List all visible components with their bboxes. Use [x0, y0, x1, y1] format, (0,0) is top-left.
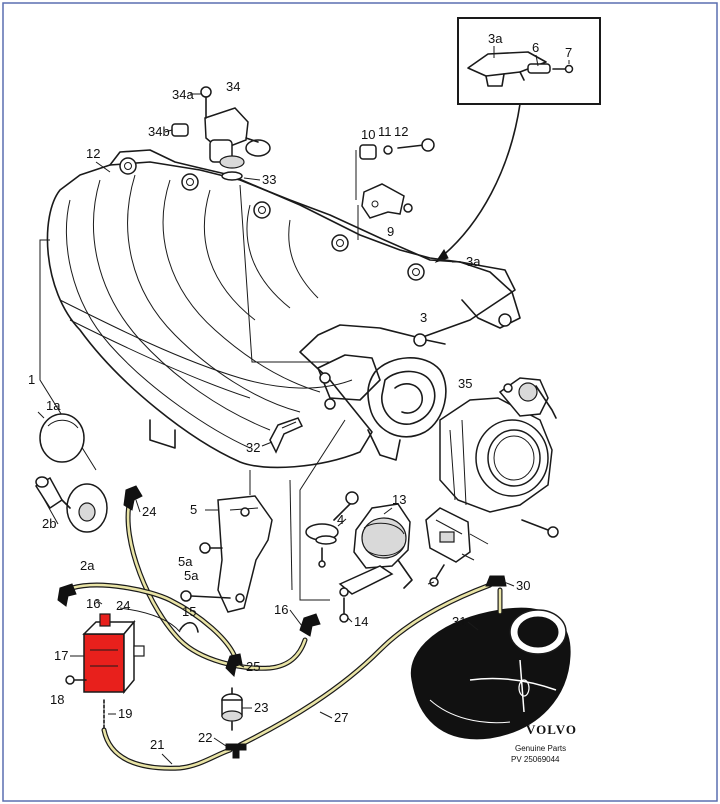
brand-code: PV 25069044 [511, 755, 560, 764]
label-14: 14 [354, 614, 368, 629]
part-35-screw [521, 519, 559, 538]
label-4: 4 [337, 512, 344, 527]
inset-arrow [439, 103, 521, 259]
label-24-top: 24 [142, 504, 156, 519]
leader-5-vert [289, 479, 293, 591]
label-10: 10 [361, 127, 375, 142]
part-33-throttle-body [439, 377, 557, 513]
part-9-bracket [361, 183, 413, 219]
part-2a-plug [61, 483, 108, 533]
label-7: 6 [532, 40, 539, 55]
label-3a: 3a [466, 254, 481, 269]
intake-manifold [46, 149, 521, 469]
part-32-plug [171, 123, 189, 137]
label-25: 27 [334, 710, 348, 725]
part-18-screw [65, 675, 87, 685]
label-13: 13 [392, 492, 406, 507]
hose-elbows [57, 485, 507, 678]
part-3-bolt [413, 333, 446, 347]
label-16-mid: 16 [274, 602, 288, 617]
part-31-screw [200, 86, 212, 119]
inset-box [457, 17, 601, 105]
part-23-line [119, 607, 181, 633]
part-22-check-valve [221, 687, 243, 731]
label-17: 17 [54, 648, 68, 663]
label-1: 1 [28, 372, 35, 387]
part-15-clip [179, 621, 199, 633]
label-9: 9 [387, 224, 394, 239]
part-30-valve [204, 107, 271, 181]
label-21: 22 [198, 730, 212, 745]
part-4-gasket [305, 491, 359, 568]
label-5: 5 [190, 502, 197, 517]
label-31: 34a [172, 87, 194, 102]
part-13-actuator [338, 503, 413, 597]
label-6: 3a [488, 31, 503, 46]
part-10-12-fasteners [359, 138, 435, 160]
label-18: 18 [50, 692, 64, 707]
part-17-solenoid-valve [82, 613, 145, 695]
label-3: 3 [420, 310, 427, 325]
part-14-bolt [339, 597, 349, 623]
leader-29 [239, 184, 330, 363]
label-23: 24 [116, 598, 130, 613]
label-27: 31 [452, 614, 466, 629]
label-12: 12 [394, 124, 408, 139]
part-21-tee [225, 743, 247, 759]
label-16-left: 16 [86, 596, 100, 611]
part-34a-sensor [425, 507, 471, 563]
part-34b-screw [429, 564, 445, 587]
label-2a: 2a [80, 558, 95, 573]
label-33: 35 [458, 376, 472, 391]
label-22: 23 [254, 700, 268, 715]
label-24-mid: 25 [246, 659, 260, 674]
brand-tagline: Genuine Parts [515, 744, 566, 753]
vacuum-hoses [69, 497, 503, 771]
label-12-manifold: 12 [86, 146, 100, 161]
label-19: 19 [118, 706, 132, 721]
label-15: 15 [182, 604, 196, 619]
part-5a-screws [180, 542, 231, 602]
part-27-resonator [410, 607, 571, 740]
part-1a-cap [39, 413, 85, 463]
label-2b: 2b [42, 516, 56, 531]
label-28: 32 [246, 440, 260, 455]
leader-4 [299, 419, 346, 601]
part-28-fitting [269, 417, 304, 454]
label-30: 34 [226, 79, 240, 94]
label-20: 21 [150, 737, 164, 752]
label-8: 7 [565, 45, 572, 60]
label-leaders [37, 46, 570, 765]
label-32: 34b [148, 124, 170, 139]
label-1a: 1a [46, 398, 61, 413]
inset-bracket [467, 51, 574, 87]
brand-name: VOLVO [526, 722, 577, 737]
label-26: 30 [516, 578, 530, 593]
label-29: 33 [262, 172, 276, 187]
label-5a-top: 5a [178, 554, 193, 569]
label-11: 11 [378, 124, 392, 139]
part-5-bracket [217, 495, 273, 613]
label-5a: 5a [184, 568, 199, 583]
